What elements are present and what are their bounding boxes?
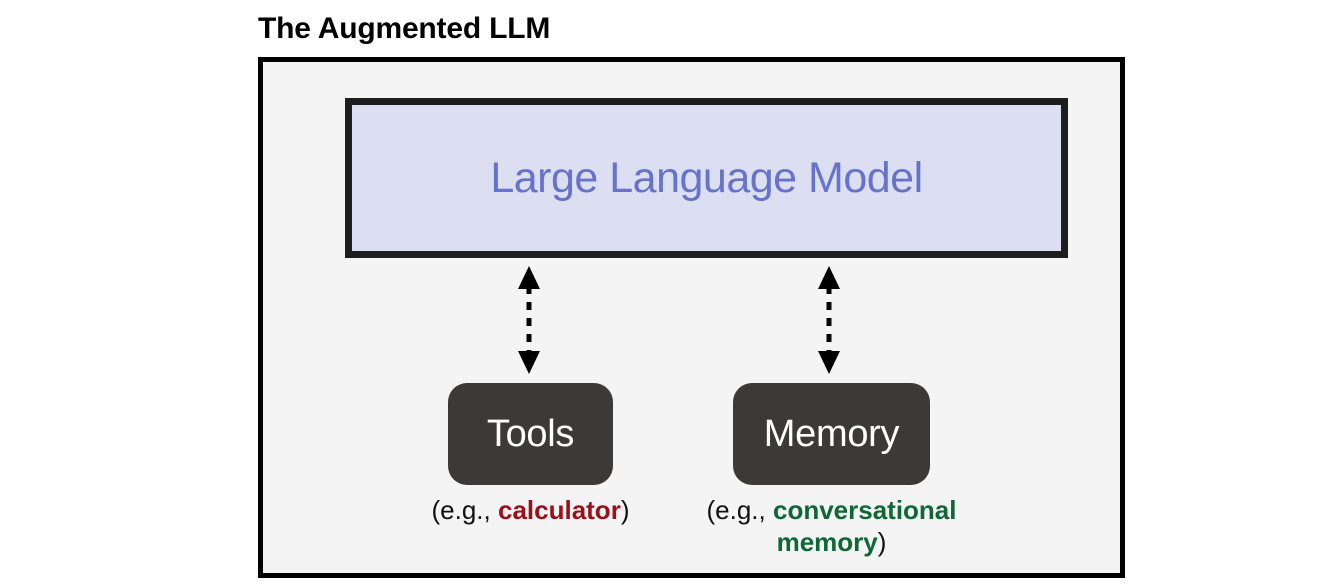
tools-caption-accent: calculator — [497, 495, 621, 525]
tools-caption-prefix: (e.g., — [431, 495, 498, 525]
augmented-llm-container: Large Language Model Tools Memory (e.g.,… — [258, 57, 1125, 578]
llm-memory-connector-icon — [818, 266, 840, 374]
llm-box[interactable]: Large Language Model — [345, 98, 1068, 258]
memory-caption: (e.g., conversational memory) — [669, 495, 994, 558]
memory-caption-suffix: ) — [877, 526, 887, 557]
memory-node[interactable]: Memory — [733, 383, 930, 485]
tools-caption-suffix: ) — [620, 495, 630, 525]
memory-caption-prefix: (e.g., — [706, 495, 773, 525]
llm-tools-connector-icon — [518, 266, 540, 374]
page-title: The Augmented LLM — [258, 12, 551, 45]
tools-node-label: Tools — [486, 412, 575, 455]
memory-node-label: Memory — [763, 412, 900, 455]
tools-caption: (e.g., calculator) — [400, 495, 661, 527]
llm-box-label: Large Language Model — [490, 153, 923, 202]
tools-node[interactable]: Tools — [448, 383, 613, 485]
memory-caption-accent: conversational memory — [772, 495, 957, 557]
